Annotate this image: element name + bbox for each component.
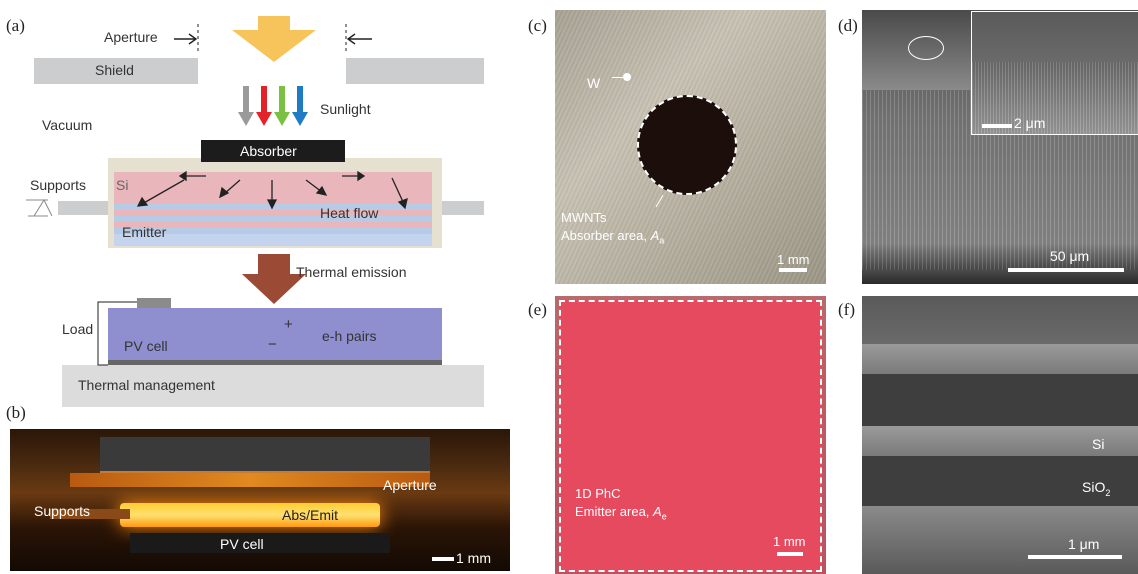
incoming-light-arrow (232, 16, 316, 62)
shield-label: Shield (95, 62, 134, 78)
sio2-label: SiO2 (1082, 479, 1111, 498)
thermal-management-block (62, 365, 484, 407)
panel-b-photo: Aperture Supports Abs/Emit PV cell 1 mm (10, 429, 510, 571)
si-label: Si (1092, 436, 1105, 452)
si-layer-2 (862, 426, 1138, 456)
scale-bar (777, 552, 803, 556)
zoom-region-circle (908, 36, 944, 60)
eh-pairs-label: e-h pairs (322, 328, 377, 344)
pv-contact (137, 298, 171, 308)
scale-bar (1028, 555, 1122, 559)
aperture-label: Aperture (104, 29, 158, 45)
inset-sem: 2 μm (971, 11, 1138, 135)
si-layer-3 (862, 506, 1138, 574)
shield-right (346, 58, 484, 84)
support-photo (50, 509, 130, 519)
scale-label: 1 μm (1068, 536, 1100, 552)
shield-left (34, 58, 198, 84)
panel-c-label: (c) (528, 16, 547, 35)
mwnt-absorber-disk (637, 95, 737, 195)
w-label: W (587, 75, 601, 91)
scale-bar (1008, 268, 1124, 272)
panel-d-photo: 2 μm 50 μm (862, 10, 1138, 284)
spectrum-arrows (238, 86, 308, 126)
panel-a-label: (a) (6, 16, 25, 35)
support-right (442, 201, 484, 215)
panel-e-label: (e) (528, 300, 547, 319)
emitter-area-label: Emitter area, Ae (575, 504, 667, 522)
heat-flow-label: Heat flow (320, 205, 379, 221)
photo-aperture-label: Aperture (383, 477, 437, 493)
scale-label: 1 mm (777, 252, 810, 267)
supports-label: Supports (30, 177, 87, 193)
absorber-area-label: Absorber area, Aa (561, 228, 665, 246)
thermal-management-label: Thermal management (78, 377, 215, 393)
panel-f-photo: Si SiO2 1 μm (862, 296, 1138, 574)
aperture-arrow-right (346, 33, 372, 45)
pv-back-contact (108, 360, 442, 365)
si-layer (114, 172, 432, 204)
sunlight-label: Sunlight (320, 101, 371, 117)
panel-c-photo: W MWNTs Absorber area, Aa 1 mm (555, 10, 826, 284)
scale-bar (779, 268, 807, 272)
si-label: Si (116, 177, 129, 193)
scale-label: 1 mm (456, 550, 491, 566)
top-glow (70, 473, 430, 487)
thermal-emission-label: Thermal emission (296, 264, 407, 280)
aperture-arrow-left (174, 33, 198, 45)
pv-cell-label: PV cell (124, 338, 168, 354)
panel-d-label: (d) (838, 16, 858, 35)
w-marker-dot (623, 73, 631, 81)
scale-label: 50 μm (1050, 248, 1090, 264)
scale-label: 1 mm (773, 534, 806, 549)
hot-abs-emit (120, 503, 380, 527)
photo-abs-emit-label: Abs/Emit (282, 507, 339, 523)
panel-a-diagram (26, 16, 484, 407)
support-spring (26, 198, 53, 217)
inset-scale-label: 2 μm (1014, 115, 1046, 131)
emitter-label: Emitter (122, 224, 167, 240)
minus-sign: − (268, 336, 277, 353)
photo-pv-cell-label: PV cell (220, 536, 264, 552)
load-label: Load (62, 321, 94, 337)
pv-cell-photo (130, 533, 390, 553)
aperture-shield-photo (100, 437, 430, 473)
si-layer-1 (862, 344, 1138, 374)
absorber-label: Absorber (240, 143, 297, 159)
sio2-layer-2 (862, 456, 1138, 506)
panel-e-photo: 1D PhC Emitter area, Ae 1 mm (555, 296, 826, 574)
mwnts-label: MWNTs (561, 210, 607, 225)
vacuum-label: Vacuum (42, 117, 93, 133)
load-circuit (97, 301, 137, 366)
panel-f-label: (f) (838, 300, 855, 319)
phc-emitter-square (559, 300, 822, 572)
heat-flow-arrows (136, 170, 408, 210)
photo-supports-label: Supports (34, 503, 91, 519)
pv-cell-block (108, 308, 442, 360)
phc-label: 1D PhC (575, 486, 621, 501)
sio2-layer-1 (862, 374, 1138, 426)
plus-sign: + (284, 316, 293, 333)
thermal-emission-arrow (242, 254, 306, 304)
absorber-block (201, 140, 345, 162)
inset-scale-bar (982, 124, 1012, 128)
support-left (58, 201, 108, 215)
panel-b-label: (b) (6, 403, 26, 422)
scale-bar (432, 557, 454, 561)
